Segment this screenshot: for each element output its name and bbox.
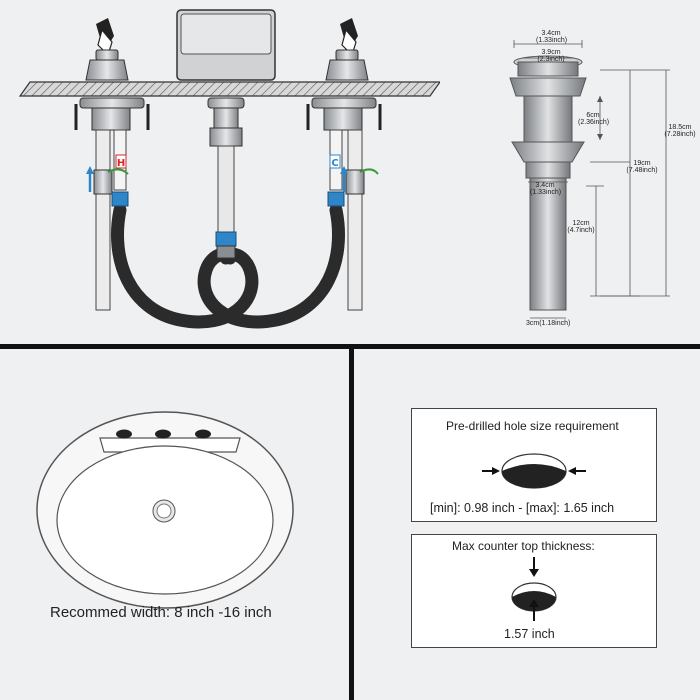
recommended-width-text: Recommed width: 8 inch -16 inch bbox=[50, 604, 272, 621]
counter-thickness-illustration bbox=[511, 557, 557, 621]
faucet-hole-center bbox=[155, 429, 171, 439]
drain-dim-12cm: 12cm(4.7inch) bbox=[567, 220, 595, 234]
drain-dim-19cm: 19cm(7.48inch) bbox=[626, 160, 658, 174]
left-valve-body bbox=[74, 97, 150, 311]
faucet-hole-left bbox=[116, 429, 132, 439]
drain-dim-top-outer: 3.4cm(1.33inch) bbox=[536, 30, 568, 44]
tee-connector bbox=[216, 245, 236, 259]
faucet-installation-diagram: H C bbox=[18, 9, 440, 329]
vertical-divider bbox=[349, 349, 354, 700]
dimension-lines bbox=[513, 40, 670, 319]
counter-top bbox=[18, 81, 440, 97]
hot-label: H bbox=[117, 158, 125, 169]
counter-thickness-value: 1.57 inch bbox=[504, 627, 555, 641]
drain-dim-mid: 3.4cm(1.33inch) bbox=[530, 182, 562, 196]
counter-thickness-title: Max counter top thickness: bbox=[452, 539, 595, 553]
hot-flow-arrow bbox=[86, 166, 94, 192]
right-handle bbox=[325, 18, 369, 81]
counter-thickness-box: Max counter top thickness: 1.57 inch bbox=[411, 534, 657, 648]
hot-hose bbox=[111, 203, 259, 329]
drain-body bbox=[509, 55, 587, 311]
cold-rotate-arrow bbox=[359, 168, 379, 175]
cold-flow-arrow bbox=[340, 166, 348, 192]
drain-diagram bbox=[509, 40, 670, 319]
cold-label: C bbox=[331, 158, 338, 169]
hole-size-box: Pre-drilled hole size requirement [min]:… bbox=[411, 408, 657, 522]
drain-dim-bottom: 3cm(1.18inch) bbox=[526, 320, 571, 327]
hole-size-title: Pre-drilled hole size requirement bbox=[446, 419, 619, 433]
cold-connector bbox=[327, 191, 345, 207]
drain-dim-18-5cm: 18.5cm(7.28inch) bbox=[664, 124, 696, 138]
hot-rotate-arrow bbox=[107, 168, 129, 175]
hot-connector bbox=[111, 191, 129, 207]
left-handle bbox=[85, 18, 129, 81]
center-spout-body bbox=[207, 97, 245, 247]
right-valve-body bbox=[306, 97, 382, 311]
hole-size-illustration bbox=[482, 453, 586, 489]
drain-dim-6cm: 6cm(2.36inch) bbox=[578, 112, 610, 126]
sink-diagram bbox=[36, 411, 294, 609]
hole-size-range: [min]: 0.98 inch - [max]: 1.65 inch bbox=[430, 501, 615, 515]
faucet-hole-right bbox=[195, 429, 211, 439]
drain-dim-top-inner: 3.9cm(2.3inch) bbox=[537, 49, 565, 63]
horizontal-divider bbox=[0, 344, 700, 349]
cold-hose bbox=[197, 203, 345, 329]
